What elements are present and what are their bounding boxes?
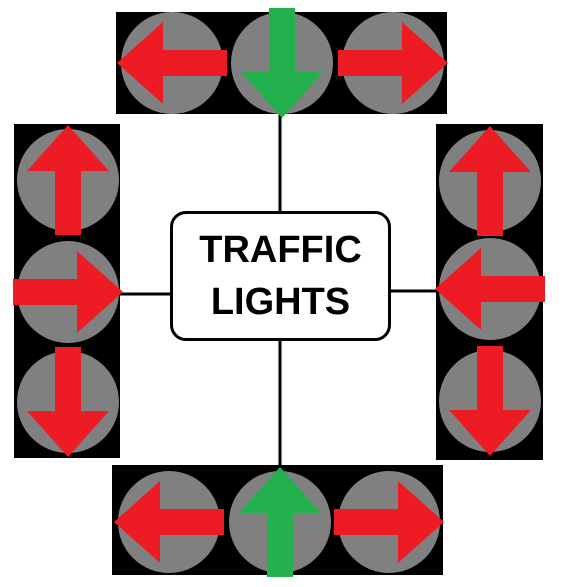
right-arrow-icon: [338, 22, 448, 104]
lamp-west-top: [17, 125, 119, 235]
right-arrow-icon: [13, 251, 123, 333]
arrow-shape: [27, 347, 109, 457]
arrow-shape: [334, 481, 444, 563]
lamp-north-center: [231, 8, 333, 118]
left-arrow-icon: [435, 248, 545, 330]
lamp-north-right: [338, 12, 448, 114]
up-arrow-icon: [449, 126, 531, 236]
lamp-east-bottom: [439, 346, 541, 456]
down-arrow-icon: [449, 346, 531, 456]
center-label-box: TRAFFIC LIGHTS: [170, 211, 391, 341]
left-arrow-icon: [117, 22, 227, 104]
arrow-shape: [117, 22, 227, 104]
arrow-shape: [449, 126, 531, 236]
label-line-1: TRAFFIC: [199, 229, 362, 271]
lamp-east-top: [439, 126, 541, 236]
traffic-light-north: [116, 8, 448, 118]
lamp-south-right: [334, 471, 444, 573]
lamp-west-bottom: [17, 347, 119, 457]
down-arrow-icon: [241, 8, 323, 118]
lamp-west-middle: [13, 241, 123, 343]
lamp-north-left: [117, 12, 227, 114]
lamp-south-left: [114, 471, 224, 573]
arrow-shape: [239, 467, 321, 577]
lamp-east-middle: [435, 238, 545, 340]
left-arrow-icon: [114, 481, 224, 563]
label-line-2: LIGHTS: [210, 281, 351, 323]
up-arrow-icon: [27, 125, 109, 235]
arrow-shape: [449, 346, 531, 456]
traffic-light-south: [112, 465, 444, 577]
right-arrow-icon: [334, 481, 444, 563]
arrow-shape: [114, 481, 224, 563]
arrow-shape: [338, 22, 448, 104]
lamp-south-center: [229, 467, 331, 577]
up-arrow-icon: [239, 467, 321, 577]
arrow-shape: [435, 248, 545, 330]
arrow-shape: [27, 125, 109, 235]
arrow-shape: [241, 8, 323, 118]
arrow-shape: [13, 251, 123, 333]
traffic-light-east: [435, 124, 545, 460]
traffic-light-west: [13, 124, 123, 458]
down-arrow-icon: [27, 347, 109, 457]
